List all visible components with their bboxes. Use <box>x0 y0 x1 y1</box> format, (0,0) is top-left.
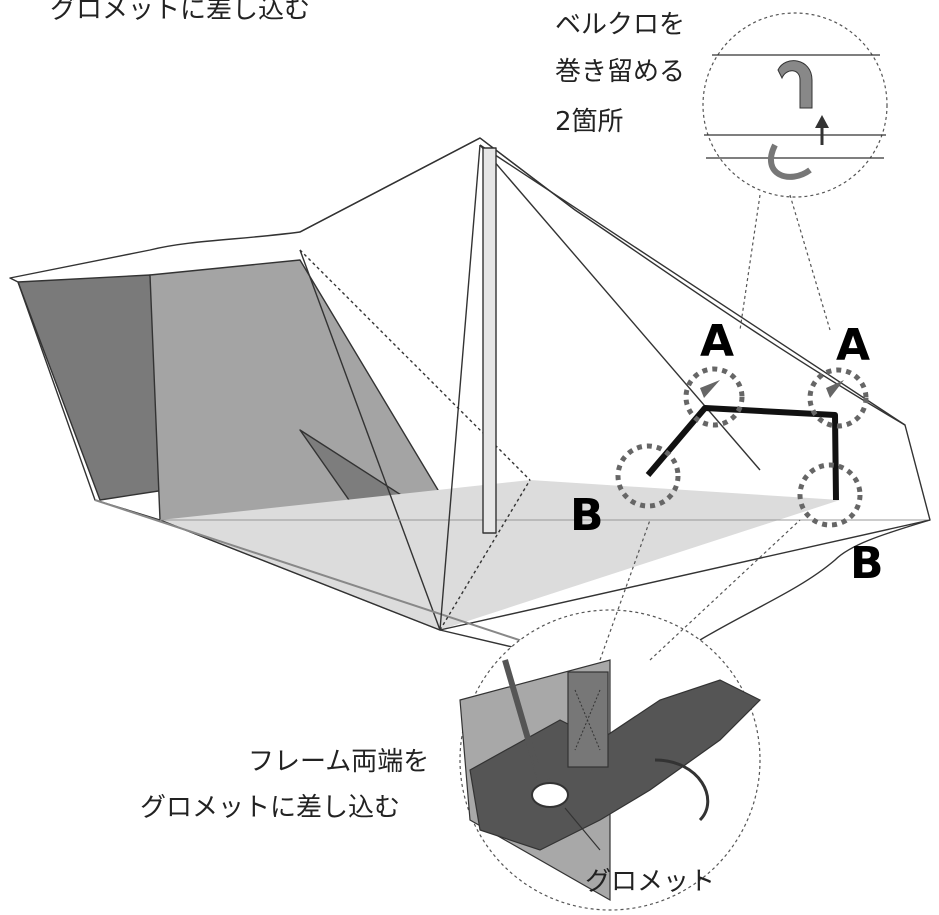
frame-bar <box>645 405 839 501</box>
velcro-strap <box>777 60 813 109</box>
marker-a-left-circle <box>683 366 745 428</box>
marker-b-right-circle <box>797 462 863 528</box>
velcro-line-2: 巻き留める <box>555 57 685 87</box>
marker-a-left: A <box>700 316 734 367</box>
grommet-detail <box>459 519 801 911</box>
tent-illustration <box>9 137 931 671</box>
floor <box>160 480 840 630</box>
grommet-label: グロメット <box>585 867 715 897</box>
center-pole <box>482 147 497 534</box>
velcro-line-3: 2箇所 <box>555 107 624 137</box>
roof-outline <box>9 137 931 671</box>
marker-b-right: B <box>850 538 884 589</box>
marker-b-left-circle <box>615 443 681 509</box>
velcro-detail <box>702 12 888 331</box>
marker-b-left: B <box>570 490 604 541</box>
marker-a-right: A <box>836 320 870 371</box>
grommet-ring <box>531 782 569 808</box>
frame-line-1: フレーム両端を <box>248 747 429 777</box>
marker-circles <box>615 366 869 528</box>
velcro-line-1: ベルクロを <box>555 10 685 40</box>
wrap-arrow <box>767 143 812 180</box>
top-instruction: グロメットに差し込む <box>50 0 310 25</box>
marker-a-right-circle <box>807 367 869 429</box>
left-door-panel <box>17 274 166 501</box>
frame-line-2: グロメットに差し込む <box>140 793 400 823</box>
